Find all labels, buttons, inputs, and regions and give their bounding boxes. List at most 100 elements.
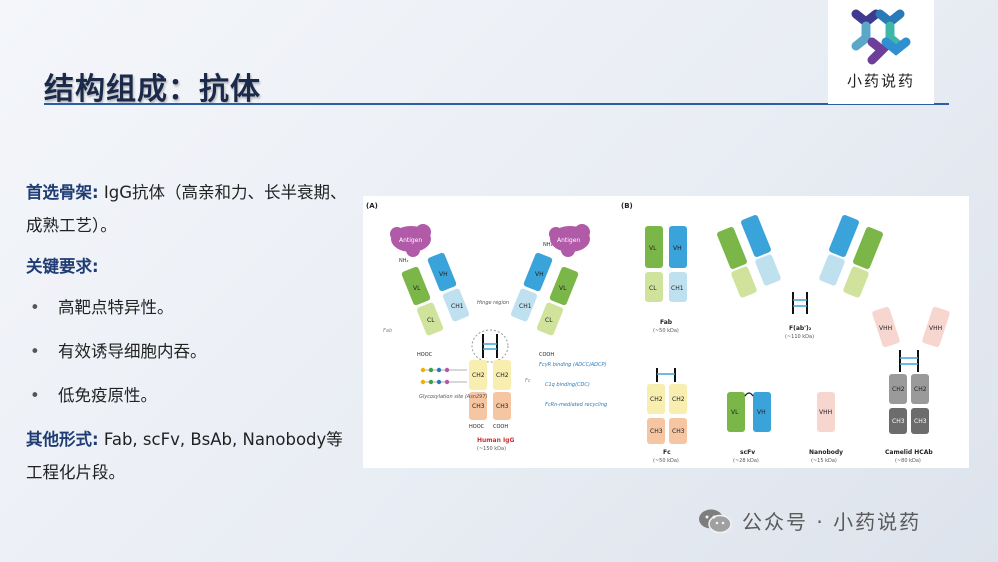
svg-text:VHH: VHH bbox=[929, 325, 942, 332]
page-title: 结构组成：抗体 bbox=[44, 72, 261, 107]
watermark: 公众号 · 小药说药 bbox=[698, 506, 921, 535]
svg-text:(~28 kDa): (~28 kDa) bbox=[733, 458, 759, 464]
panel-b-label: (B) bbox=[621, 202, 633, 210]
bullet-dot: • bbox=[30, 298, 40, 317]
svg-text:CH3: CH3 bbox=[496, 403, 509, 410]
svg-text:CH3: CH3 bbox=[892, 418, 905, 425]
nanobody-fragment: VHH Nanobody (~15 kDa) bbox=[809, 392, 843, 464]
bullet-text: 有效诱导细胞内吞。 bbox=[58, 342, 207, 361]
svg-text:scFv: scFv bbox=[740, 449, 755, 456]
svg-text:CH2: CH2 bbox=[672, 396, 685, 403]
svg-text:(~15 kDa): (~15 kDa) bbox=[811, 458, 837, 464]
key-requirements: 关键要求: bbox=[26, 250, 356, 283]
antigen-label: Antigen bbox=[399, 237, 422, 244]
scfv-fragment: VL VH scFv (~28 kDa) bbox=[727, 392, 771, 464]
svg-text:CH1: CH1 bbox=[451, 303, 464, 310]
antigen-label: Antigen bbox=[557, 237, 580, 244]
svg-text:C1q binding(CDC): C1q binding(CDC) bbox=[545, 382, 590, 388]
label-requirements: 关键要求: bbox=[26, 257, 99, 276]
svg-text:VL: VL bbox=[731, 409, 739, 416]
glycan-chain bbox=[420, 367, 467, 385]
svg-text:CH2: CH2 bbox=[914, 386, 927, 393]
svg-text:HOOC: HOOC bbox=[469, 424, 485, 430]
svg-text:FcRn-mediated recycling: FcRn-mediated recycling bbox=[545, 402, 607, 408]
bullet-text: 低免疫原性。 bbox=[58, 386, 157, 405]
svg-text:CL: CL bbox=[427, 317, 435, 324]
svg-text:Camelid HCAb: Camelid HCAb bbox=[885, 449, 933, 456]
antibody-diagram: (A) Antigen Antigen NH₂ NH₂ VL VH bbox=[366, 202, 950, 464]
svg-text:CH1: CH1 bbox=[671, 285, 684, 292]
list-item: • 低免疫原性。 bbox=[26, 379, 356, 412]
svg-text:Fab: Fab bbox=[383, 328, 392, 334]
watermark-text: 公众号 · 小药说药 bbox=[742, 510, 922, 534]
content-text: 首选骨架: IgG抗体（高亲和力、长半衰期、成熟工艺）。 关键要求: • 高靶点特… bbox=[26, 176, 356, 497]
fc-fragment: CH2 CH2 CH3 CH3 Fc (~50 kDa) bbox=[647, 368, 687, 464]
bullet-dot: • bbox=[30, 386, 40, 405]
igg-fc: CH2 CH2 CH3 CH3 bbox=[469, 360, 511, 420]
svg-text:(~110 kDa): (~110 kDa) bbox=[785, 334, 814, 340]
svg-text:COOH: COOH bbox=[493, 424, 508, 430]
svg-text:VL: VL bbox=[413, 285, 421, 292]
antibody-figure: (A) Antigen Antigen NH₂ NH₂ VL VH bbox=[363, 196, 969, 468]
molecule-logo-icon bbox=[851, 9, 911, 65]
svg-text:CH3: CH3 bbox=[650, 428, 663, 435]
igg-left-arm: VL VH CL CH1 bbox=[401, 252, 470, 336]
hinge-label: Hinge region bbox=[477, 300, 509, 306]
panel-a-label: (A) bbox=[366, 202, 378, 210]
svg-text:(~150 kDa): (~150 kDa) bbox=[477, 446, 506, 452]
svg-text:F(ab')₂: F(ab')₂ bbox=[789, 325, 812, 332]
nh2-label: NH₂ bbox=[543, 242, 553, 248]
svg-text:(~50 kDa): (~50 kDa) bbox=[653, 458, 679, 464]
igg-right-arm: VL VH CL CH1 bbox=[510, 252, 579, 336]
svg-text:COOH: COOH bbox=[539, 352, 554, 358]
list-item: • 有效诱导细胞内吞。 bbox=[26, 335, 356, 368]
svg-text:(~50 kDa): (~50 kDa) bbox=[653, 328, 679, 334]
bullet-text: 高靶点特异性。 bbox=[58, 298, 174, 317]
label-preferred: 首选骨架: bbox=[26, 183, 99, 202]
svg-text:VH: VH bbox=[439, 271, 448, 278]
wechat-icon bbox=[699, 509, 732, 533]
list-item: • 高靶点特异性。 bbox=[26, 291, 356, 324]
svg-text:CL: CL bbox=[649, 285, 657, 292]
bullet-dot: • bbox=[30, 342, 40, 361]
svg-text:(~80 kDa): (~80 kDa) bbox=[895, 458, 921, 464]
human-igg-label: Human IgG bbox=[477, 437, 514, 444]
svg-text:VHH: VHH bbox=[819, 409, 832, 416]
svg-text:Nanobody: Nanobody bbox=[809, 449, 843, 456]
svg-text:Fc: Fc bbox=[525, 378, 531, 384]
camelid-hcab: VHH VHH CH2 CH2 CH3 CH3 Camelid HCAb (~8… bbox=[872, 306, 950, 464]
fab2-fragment: F(ab')₂ (~110 kDa) bbox=[717, 214, 883, 340]
fab-fragment: VL VH CL CH1 Fab (~50 kDa) bbox=[645, 226, 687, 334]
svg-text:Fc: Fc bbox=[663, 449, 671, 456]
logo-text: 小药说药 bbox=[846, 72, 915, 90]
antigen-right: Antigen bbox=[549, 224, 590, 257]
svg-text:VH: VH bbox=[535, 271, 544, 278]
svg-text:CH3: CH3 bbox=[914, 418, 927, 425]
svg-text:CH3: CH3 bbox=[472, 403, 485, 410]
svg-text:CL: CL bbox=[545, 317, 553, 324]
svg-text:Fab: Fab bbox=[660, 319, 673, 326]
text-preferred: IgG抗体（高亲和力、长半衰期、成熟工艺）。 bbox=[26, 183, 347, 235]
title-divider bbox=[44, 103, 949, 105]
svg-text:HOOC: HOOC bbox=[417, 352, 433, 358]
svg-text:CH2: CH2 bbox=[892, 386, 905, 393]
svg-text:CH1: CH1 bbox=[519, 303, 532, 310]
svg-text:CH2: CH2 bbox=[472, 372, 485, 379]
logo: 小药说药 bbox=[828, 0, 934, 104]
svg-text:VL: VL bbox=[649, 245, 657, 252]
svg-text:FcγR binding (ADCC/ADCP): FcγR binding (ADCC/ADCP) bbox=[539, 362, 607, 368]
svg-text:CH2: CH2 bbox=[650, 396, 663, 403]
glycosylation-label: Glycosylation site (Asn297) bbox=[419, 394, 488, 400]
svg-text:VH: VH bbox=[673, 245, 682, 252]
label-other: 其他形式: bbox=[26, 430, 99, 449]
preferred-scaffold: 首选骨架: IgG抗体（高亲和力、长半衰期、成熟工艺）。 bbox=[26, 176, 356, 242]
svg-text:VL: VL bbox=[559, 285, 567, 292]
svg-text:CH2: CH2 bbox=[496, 372, 509, 379]
svg-text:VHH: VHH bbox=[879, 325, 892, 332]
other-formats: 其他形式: Fab, scFv, BsAb, Nanobody等工程化片段。 bbox=[26, 423, 356, 489]
antigen-left: Antigen bbox=[390, 224, 431, 257]
svg-text:CH3: CH3 bbox=[672, 428, 685, 435]
nh2-label: NH₂ bbox=[399, 258, 409, 264]
hinge bbox=[471, 329, 509, 363]
